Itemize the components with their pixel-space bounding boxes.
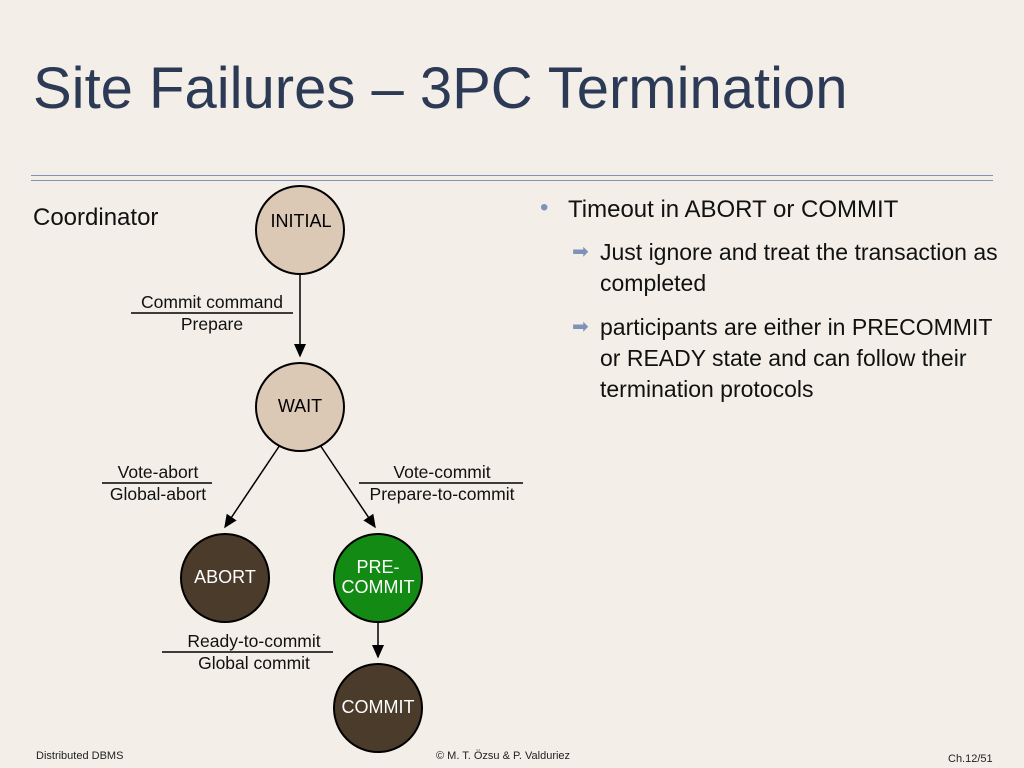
transition-output: Prepare-to-commit (369, 484, 515, 504)
transition-wait-precommit: Vote-commit Prepare-to-commit (357, 461, 527, 505)
sub-bullet-item: ➡ Just ignore and treat the transaction … (540, 237, 1010, 299)
arrow-right-icon: ➡ (572, 316, 589, 338)
transition-output: Global-abort (109, 484, 207, 504)
state-wait: WAIT (255, 362, 345, 452)
transition-output: Global commit (198, 653, 310, 673)
footer-copyright: © M. T. Özsu & P. Valduriez (436, 750, 571, 762)
sub-bullet-item: ➡ participants are either in PRECOMMIT o… (540, 312, 1010, 405)
transition-initial-wait: Commit command Prepare (131, 291, 293, 335)
bullet-list: • Timeout in ABORT or COMMIT ➡ Just igno… (540, 194, 1010, 405)
sub-bullet-text: participants are either in PRECOMMIT or … (600, 314, 992, 402)
state-abort-label: ABORT (194, 567, 256, 588)
slide-title: Site Failures – 3PC Termination (33, 56, 848, 121)
transition-wait-abort: Vote-abort Global-abort (102, 461, 214, 505)
state-abort: ABORT (180, 533, 270, 623)
state-wait-label: WAIT (277, 396, 323, 417)
bullet-item: • Timeout in ABORT or COMMIT (540, 194, 1010, 225)
transition-input: Vote-commit (393, 462, 491, 482)
edge-wait-precommit (319, 444, 376, 529)
title-divider (31, 180, 993, 181)
title-divider (31, 175, 993, 176)
transition-precommit-commit: Ready-to-commit Global commit (170, 630, 338, 674)
transition-input: Ready-to-commit (187, 631, 321, 651)
state-initial-label: INITIAL (270, 211, 332, 232)
transition-output: Prepare (180, 314, 244, 334)
state-precommit: PRE- COMMIT (333, 533, 423, 623)
state-precommit-label: PRE- COMMIT (341, 557, 415, 597)
footer-course: Distributed DBMS (36, 750, 124, 762)
sub-bullet-text: Just ignore and treat the transaction as… (600, 239, 998, 296)
coordinator-label: Coordinator (33, 204, 159, 231)
state-commit: COMMIT (333, 663, 423, 753)
bullet-text: Timeout in ABORT or COMMIT (568, 196, 899, 223)
edge-wait-abort (224, 444, 281, 529)
transition-input: Commit command (141, 292, 283, 312)
state-initial: INITIAL (255, 185, 345, 275)
transition-input: Vote-abort (117, 462, 199, 482)
footer-page-number: Ch.12/51 (948, 753, 993, 765)
state-commit-label: COMMIT (341, 697, 415, 718)
bullet-dot-icon: • (540, 194, 549, 221)
arrow-right-icon: ➡ (572, 241, 589, 263)
